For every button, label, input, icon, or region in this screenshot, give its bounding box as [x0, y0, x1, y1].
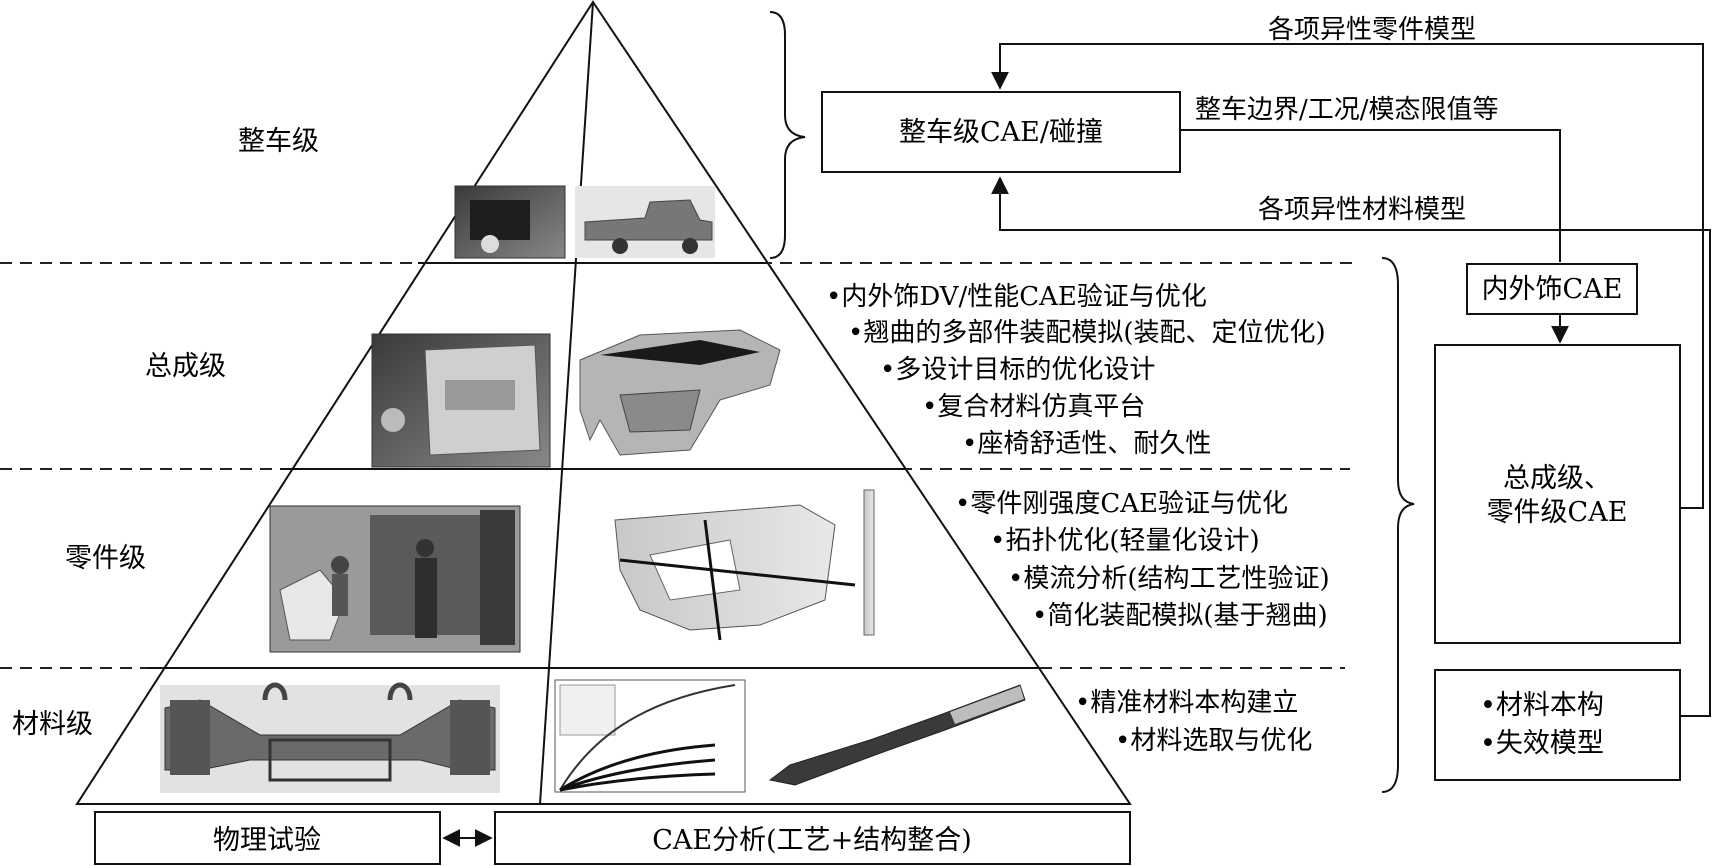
vehicle-cae-label: 整车级CAE/碰撞	[899, 117, 1103, 148]
level-label-material: 材料级	[12, 709, 93, 740]
bullet-item: •内外饰DV/性能CAE验证与优化	[826, 282, 1207, 312]
cae-analysis-box: CAE分析(工艺+结构整合)	[495, 812, 1130, 864]
part-bullets: •零件刚强度CAE验证与优化 •拓扑优化(轻量化设计) •模流分析(结构工艺性验…	[955, 489, 1330, 631]
part-model-flow-label: 各项异性零件模型	[1268, 15, 1476, 45]
assembly-bullets: •内外饰DV/性能CAE验证与优化 •翘曲的多部件装配模拟(装配、定位优化) •…	[826, 282, 1326, 459]
bumper-beam-test-photo	[160, 685, 500, 793]
bullet-item: •翘曲的多部件装配模拟(装配、定位优化)	[848, 318, 1326, 348]
injection-machine-photo	[270, 506, 520, 652]
cae-analysis-label: CAE分析(工艺+结构整合)	[652, 825, 972, 856]
physical-test-box: 物理试验	[95, 812, 440, 864]
stress-strain-curves	[555, 680, 745, 792]
pickup-truck-model	[575, 186, 715, 258]
bullet-item: •精准材料本构建立	[1075, 688, 1298, 718]
level-label-part: 零件级	[65, 543, 146, 574]
material-model-flow-label: 各项异性材料模型	[1258, 195, 1466, 225]
tensile-specimen-contour	[770, 685, 1025, 785]
bullet-item: •拓扑优化(轻量化设计)	[990, 526, 1260, 556]
door-panel-test-photo	[372, 334, 550, 467]
material-model-box: •材料本构 •失效模型	[1435, 670, 1680, 780]
material-bullets: •精准材料本构建立 •材料选取与优化	[1075, 688, 1312, 756]
bullet-item: •复合材料仿真平台	[922, 392, 1145, 422]
interior-cae-label: 内外饰CAE	[1482, 274, 1623, 305]
door-trim-contour	[615, 490, 874, 640]
assembly-part-cae-line1: 总成级、	[1503, 463, 1611, 494]
bullet-item: •材料选取与优化	[1115, 726, 1312, 756]
level-label-vehicle: 整车级	[238, 126, 319, 157]
material-model-line1: •材料本构	[1480, 690, 1604, 721]
bullet-item: •简化装配模拟(基于翘曲)	[1032, 601, 1328, 631]
bullet-item: •座椅舒适性、耐久性	[962, 429, 1211, 459]
bullet-item: •模流分析(结构工艺性验证)	[1008, 564, 1330, 594]
physical-test-label: 物理试验	[213, 825, 321, 856]
crash-test-photo	[455, 186, 565, 258]
bullet-item: •零件刚强度CAE验证与优化	[955, 489, 1288, 519]
lower-levels-brace	[1382, 258, 1414, 792]
bullet-item: •多设计目标的优化设计	[880, 355, 1155, 385]
vehicle-cae-box: 整车级CAE/碰撞	[822, 92, 1180, 172]
interior-cae-box: 内外饰CAE	[1467, 264, 1637, 314]
level-label-assembly: 总成级	[145, 351, 226, 382]
material-model-line2: •失效模型	[1480, 728, 1604, 759]
boundary-flow-label: 整车边界/工况/模态限值等	[1195, 95, 1499, 125]
assembly-part-cae-box: 总成级、 零件级CAE	[1435, 345, 1680, 643]
vehicle-level-brace	[770, 12, 805, 258]
assembly-part-cae-line2: 零件级CAE	[1487, 497, 1628, 528]
instrument-panel-mesh	[580, 330, 780, 455]
